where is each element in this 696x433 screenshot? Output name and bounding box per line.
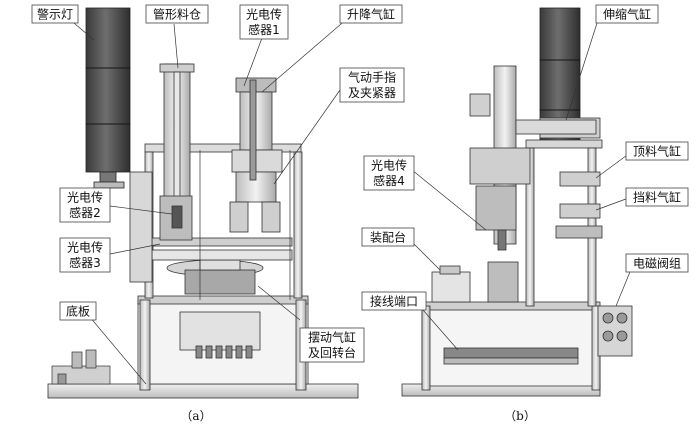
label-base-plate-text: 底板: [66, 304, 90, 319]
base-plate: [47, 383, 359, 399]
label-assembly-table: 装配台: [361, 227, 415, 247]
label-photo-sensor-2: 光电传 感器2: [59, 187, 111, 223]
label-photo-sensor-2-line2: 感器2: [69, 205, 101, 220]
lower-frame: [137, 295, 309, 391]
label-terminal-block: 接线端口: [361, 291, 427, 311]
caption-a: （a）: [180, 409, 211, 423]
solenoid-valve-group: [597, 305, 633, 357]
label-lift-cylinder: 升降气缸: [339, 4, 403, 24]
lift-assembly: [229, 77, 283, 233]
label-solenoid-valve-group: 电磁阀组: [625, 253, 689, 273]
assembly-table: [431, 261, 519, 303]
label-tube-bin: 管形料仓: [145, 4, 209, 24]
label-gripper-clamp-line1: 气动手指: [348, 70, 396, 85]
label-ejector-cylinder: 顶料气缸: [625, 141, 689, 161]
label-stopper-cylinder: 挡料气缸: [625, 187, 689, 207]
label-photo-sensor-4: 光电传 感器4: [363, 155, 415, 191]
label-photo-sensor-4-line1: 光电传: [371, 158, 407, 173]
label-telescopic-cylinder-text: 伸缩气缸: [603, 7, 651, 22]
machine-side-view: [401, 7, 633, 397]
label-photo-sensor-1: 光电传 感器1: [239, 4, 289, 40]
warning-light-tower: [85, 7, 131, 189]
label-terminal-block-text: 接线端口: [370, 294, 418, 309]
left-fixture: [51, 349, 111, 385]
label-stopper-cylinder-text: 挡料气缸: [633, 190, 681, 205]
label-lift-cylinder-text: 升降气缸: [347, 7, 395, 22]
lower-cabinet: [421, 301, 601, 391]
label-photo-sensor-3: 光电传 感器3: [59, 237, 111, 273]
caption-b: （b）: [504, 409, 536, 423]
label-gripper-clamp: 气动手指 及夹紧器: [339, 67, 405, 103]
turntable: [166, 259, 264, 295]
label-photo-sensor-3-line2: 感器3: [69, 255, 101, 270]
label-warning-light: 警示灯: [31, 4, 79, 24]
label-solenoid-valve-group-text: 电磁阀组: [633, 256, 681, 271]
label-warning-light-text: 警示灯: [37, 7, 73, 22]
label-telescopic-cylinder: 伸缩气缸: [595, 4, 659, 24]
label-photo-sensor-2-line1: 光电传: [67, 190, 103, 205]
label-swing-cylinder-line1: 摆动气缸: [308, 330, 356, 345]
label-base-plate: 底板: [59, 301, 97, 321]
label-assembly-table-text: 装配台: [370, 230, 406, 245]
label-photo-sensor-1-line1: 光电传: [246, 7, 282, 22]
label-swing-cylinder-line2: 及回转台: [308, 345, 356, 360]
label-tube-bin-text: 管形料仓: [153, 7, 201, 22]
machine-front-view: [47, 7, 359, 399]
vertical-rods: [199, 150, 291, 300]
side-cylinders: [555, 171, 603, 239]
label-photo-sensor-4-line2: 感器4: [373, 173, 405, 188]
label-gripper-clamp-line2: 及夹紧器: [348, 86, 396, 100]
telescopic-mechanism: [469, 65, 597, 251]
label-photo-sensor-1-line2: 感器1: [248, 22, 280, 37]
label-swing-cylinder: 摆动气缸 及回转台: [299, 327, 365, 363]
label-photo-sensor-3-line1: 光电传: [67, 240, 103, 255]
label-ejector-cylinder-text: 顶料气缸: [633, 144, 681, 159]
sensor-bracket-left: [129, 171, 193, 283]
